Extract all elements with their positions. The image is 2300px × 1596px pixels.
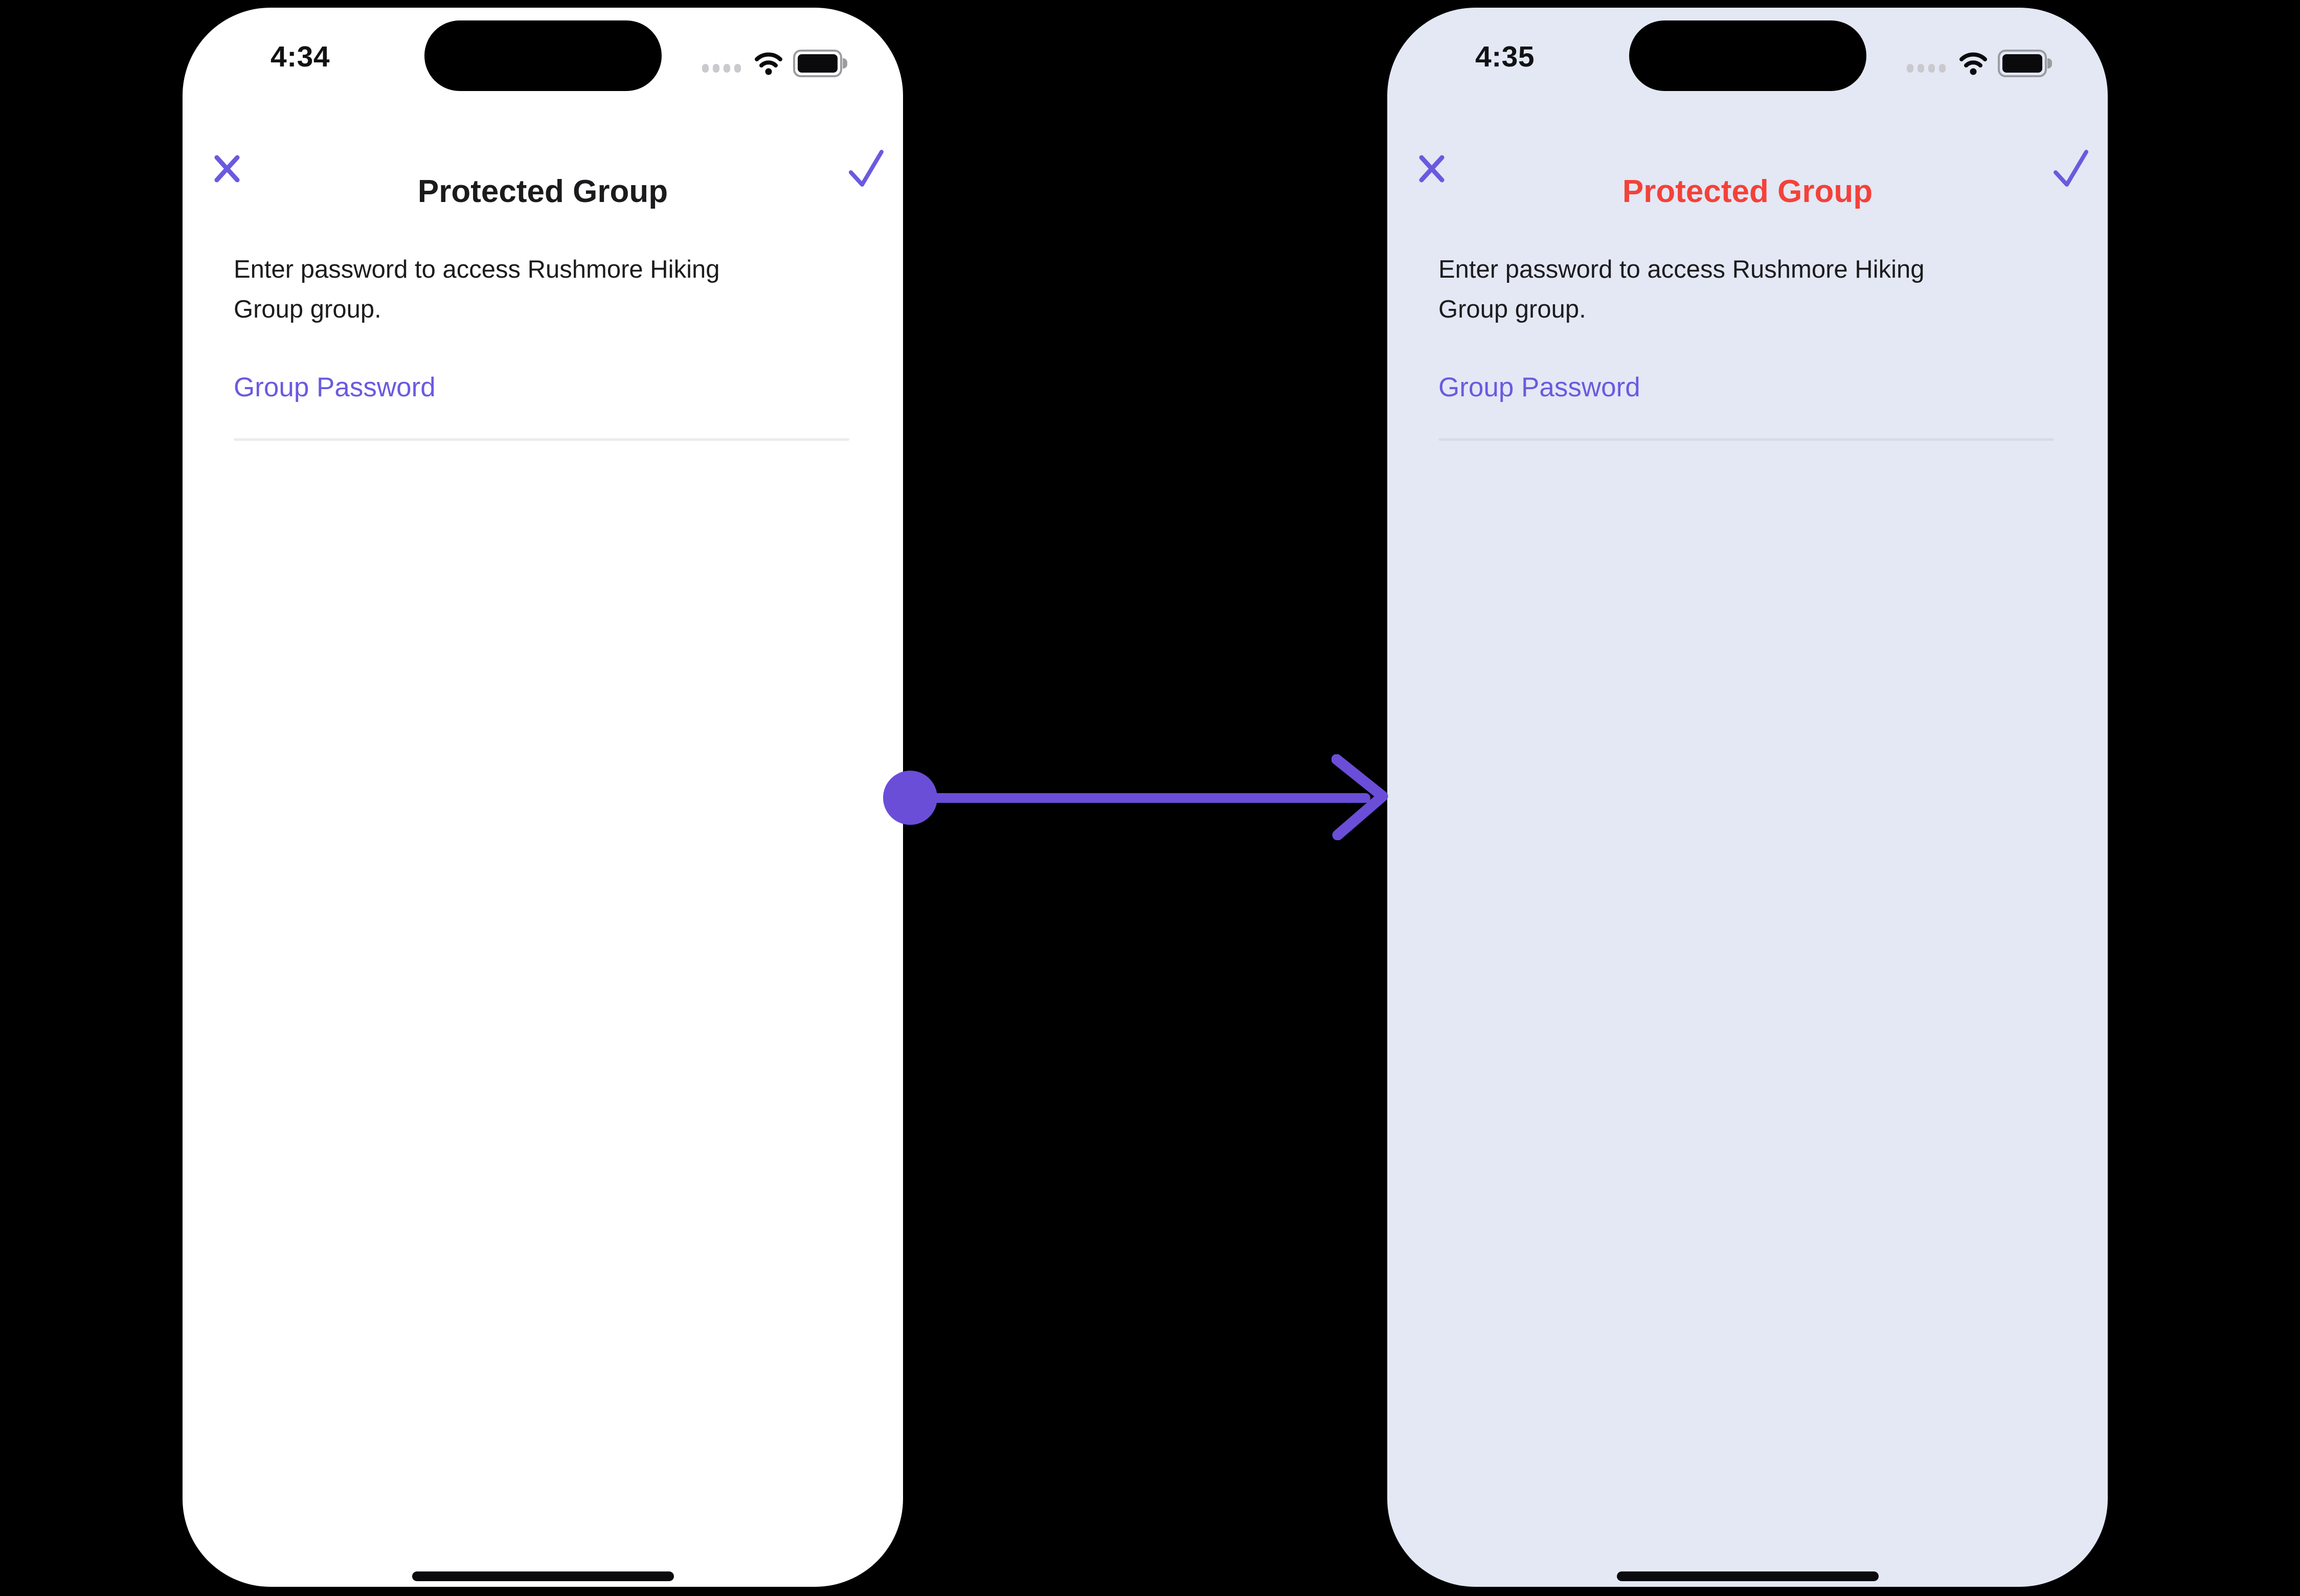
confirm-check-icon[interactable]	[2051, 149, 2090, 188]
dynamic-island	[1629, 20, 1866, 91]
battery-icon	[793, 50, 847, 77]
status-time: 4:34	[270, 40, 330, 73]
group-password-label: Group Password	[1438, 372, 1640, 402]
nav-bar: Protected Group	[183, 146, 903, 209]
confirm-check-icon[interactable]	[847, 149, 886, 188]
description-text: Enter password to access Rushmore Hiking…	[1438, 256, 1925, 323]
wifi-icon	[755, 52, 782, 75]
phone-after: 4:35 Protected Group Enter password to a…	[1387, 8, 2108, 1587]
field-underline	[1438, 438, 2054, 441]
page-title: Protected Group	[417, 173, 668, 209]
nav-bar: Protected Group	[1387, 146, 2108, 209]
status-time: 4:35	[1475, 40, 1535, 73]
wifi-icon	[1959, 52, 1987, 75]
home-indicator	[412, 1571, 674, 1581]
phone-before: 4:34 Protected Group Enter password to a…	[183, 8, 903, 1587]
close-icon[interactable]	[1418, 154, 1446, 184]
home-indicator	[1616, 1571, 1879, 1581]
close-icon[interactable]	[213, 154, 241, 184]
group-password-field[interactable]: Group Password	[234, 372, 849, 441]
cellular-signal-icon	[1907, 64, 1946, 73]
group-password-field[interactable]: Group Password	[1438, 372, 2054, 441]
group-password-label: Group Password	[234, 372, 436, 402]
battery-icon	[1998, 50, 2052, 77]
arrow-head-icon	[1332, 754, 1388, 840]
cellular-signal-icon	[702, 64, 741, 73]
description-text: Enter password to access Rushmore Hiking…	[234, 256, 720, 323]
page-title: Protected Group	[1622, 173, 1873, 209]
arrow-shaft	[910, 793, 1370, 803]
dynamic-island	[424, 20, 662, 91]
field-underline	[234, 438, 849, 441]
